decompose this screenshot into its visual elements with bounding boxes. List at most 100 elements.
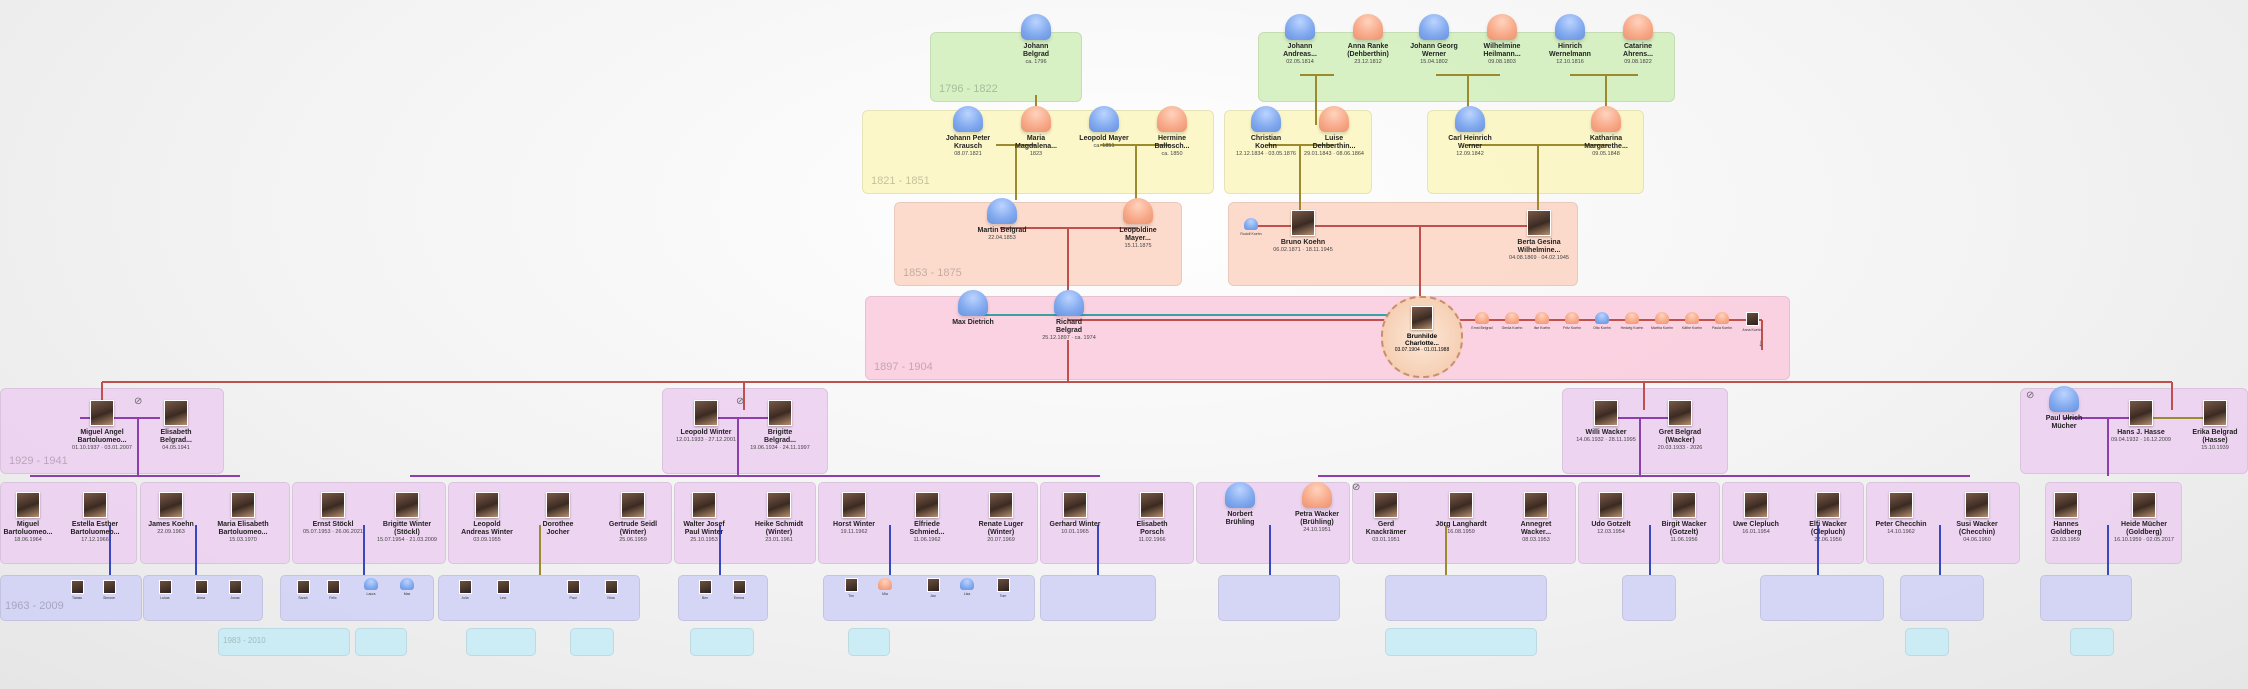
person-card[interactable]: Käthe Koehn bbox=[1678, 312, 1706, 330]
person-card[interactable]: Richard Belgrad 25.12.1897 · ca. 1974 bbox=[1036, 290, 1102, 342]
person-card[interactable]: Max Dietrich bbox=[940, 290, 1006, 327]
person-card[interactable]: Martin Belgrad 22.04.1853 bbox=[970, 198, 1034, 242]
person-card[interactable]: Elfi Wacker (Clepluch)22.06.1956 bbox=[1796, 492, 1860, 544]
person-card[interactable]: Nina bbox=[598, 580, 624, 600]
unlink-icon[interactable]: ⊘ bbox=[2026, 390, 2035, 401]
person-card[interactable]: Tim bbox=[838, 578, 864, 598]
person-card[interactable]: Jonas bbox=[222, 580, 248, 600]
person-card[interactable]: Johann Peter Krausch 08.07.1821 bbox=[938, 106, 998, 158]
person-card[interactable]: Carl Heinrich Werner 12.09.1842 bbox=[1440, 106, 1500, 158]
person-card[interactable]: Johann Georg Werner 15.04.1802 bbox=[1404, 14, 1464, 66]
person-card[interactable]: Elfriede Schmied...11.06.1962 bbox=[894, 492, 960, 544]
person-card[interactable]: Johann Belgrad ca. 1796 bbox=[1006, 14, 1066, 66]
person-card[interactable]: Julia bbox=[452, 580, 478, 600]
person-card[interactable]: Anna Ranke (Dehberthin) 23.12.1812 bbox=[1338, 14, 1398, 66]
person-card[interactable]: Gerda Koehn bbox=[1498, 312, 1526, 330]
person-card[interactable]: Lisa bbox=[954, 578, 980, 596]
person-card[interactable]: Johann Andreas... 02.05.1814 bbox=[1270, 14, 1330, 66]
person-card[interactable]: Bruno Koehn 06.02.1871 · 18.11.1945 bbox=[1270, 210, 1336, 254]
person-card[interactable]: Rudolf Koehn bbox=[1236, 218, 1266, 236]
person-card[interactable]: Lea bbox=[490, 580, 516, 600]
person-card[interactable]: Miguel Bartoluomeo...18.06.1964 bbox=[0, 492, 56, 544]
person-card[interactable]: Jan bbox=[920, 578, 946, 598]
person-card[interactable]: Luise Dehberthin... 29.01.1843 · 08.06.1… bbox=[1304, 106, 1364, 158]
unlink-icon[interactable]: ⊘ bbox=[1352, 482, 1361, 493]
person-card[interactable]: Anna bbox=[188, 580, 214, 600]
person-card[interactable]: Susi Wacker (Checchin)04.06.1960 bbox=[1944, 492, 2010, 544]
person-card[interactable]: Hedwig Koehn bbox=[1618, 312, 1646, 330]
person-card[interactable]: Norbert Brühling bbox=[1208, 482, 1272, 527]
person-card[interactable]: Lukas bbox=[152, 580, 178, 600]
person-card[interactable]: Emma bbox=[726, 580, 752, 600]
person-card[interactable]: Dorothee Jocher bbox=[528, 492, 588, 537]
person-card[interactable]: Brigitte Belgrad... 19.06.1934 · 24.11.1… bbox=[750, 400, 810, 452]
expand-icon[interactable]: ↓ bbox=[1758, 338, 1763, 349]
person-card[interactable]: Birgit Wacker (Gotzelt)11.06.1956 bbox=[1652, 492, 1716, 544]
person-card[interactable]: Estella Esther Bartoluomeo...17.12.1966 bbox=[64, 492, 126, 544]
person-card[interactable]: Annegret Wacker...08.03.1953 bbox=[1504, 492, 1568, 544]
person-card[interactable]: Ernst Belgrad bbox=[1468, 312, 1496, 330]
person-card[interactable]: Leopold Mayer ca. 1851 bbox=[1074, 106, 1134, 150]
person-card[interactable]: Heike Schmidt (Winter)23.01.1961 bbox=[746, 492, 812, 544]
person-card[interactable]: Brigitte Winter (Stöckl)15.07.1954 · 21.… bbox=[372, 492, 442, 544]
person-card[interactable]: Maria Magdalena... 1823 bbox=[1006, 106, 1066, 158]
person-card[interactable]: Ilse Koehn bbox=[1528, 312, 1556, 330]
person-card[interactable]: Miguel Angel Bartoluomeo... 01.10.1937 ·… bbox=[72, 400, 132, 452]
person-card[interactable]: Anna Koehn bbox=[1738, 312, 1766, 332]
person-card[interactable]: Hermine Ballosch... ca. 1850 bbox=[1142, 106, 1202, 158]
person-card[interactable]: Elisabeth Belgrad... 04.05.1941 bbox=[146, 400, 206, 452]
person-card[interactable]: Paula Koehn bbox=[1708, 312, 1736, 330]
person-card[interactable]: Berta Gesina Wilhelmine... 04.08.1869 · … bbox=[1506, 210, 1572, 262]
person-card[interactable]: Gertrude Seidl (Winter)25.06.1959 bbox=[600, 492, 666, 544]
person-card[interactable]: Mia bbox=[872, 578, 898, 596]
person-dates: 08.03.1953 bbox=[1522, 537, 1550, 543]
unlink-icon[interactable]: ⊘ bbox=[134, 396, 143, 407]
person-card[interactable]: Leopoldine Mayer... 15.11.1875 bbox=[1106, 198, 1170, 250]
person-card[interactable]: Tobias bbox=[64, 580, 90, 600]
person-card[interactable]: Wilhelmine Heilmann... 09.08.1803 bbox=[1472, 14, 1532, 66]
person-card[interactable]: Fritz Koehn bbox=[1558, 312, 1586, 330]
person-card[interactable]: Laura bbox=[358, 578, 384, 596]
person-card[interactable]: Hinrich Wernelmann 12.10.1816 bbox=[1540, 14, 1600, 66]
person-card[interactable]: Felix bbox=[320, 580, 346, 600]
person-card[interactable]: Hans J. Hasse 09.04.1932 · 16.12.2009 bbox=[2110, 400, 2172, 444]
person-card[interactable]: Leopold Winter 12.01.1933 · 27.12.2001 bbox=[676, 400, 736, 444]
person-card[interactable]: Paul Ulrich Mücher bbox=[2034, 386, 2094, 431]
person-card[interactable]: Christian Koehn 12.12.1834 · 03.05.1876 bbox=[1236, 106, 1296, 158]
person-card[interactable]: Simone bbox=[96, 580, 122, 600]
person-card[interactable]: Willi Wacker 14.06.1932 · 28.11.1995 bbox=[1576, 400, 1636, 444]
person-card[interactable]: Erika Belgrad (Hasse) 15.10.1939 bbox=[2184, 400, 2246, 452]
person-photo bbox=[1594, 400, 1618, 426]
person-card[interactable]: Catarine Ahrens... 09.08.1822 bbox=[1608, 14, 1668, 66]
person-card[interactable]: Ben bbox=[692, 580, 718, 600]
person-card[interactable]: Katharina Margarethe... 09.05.1848 bbox=[1576, 106, 1636, 158]
person-card[interactable]: Tom bbox=[990, 578, 1016, 598]
person-card[interactable]: Renate Luger (Winter)20.07.1969 bbox=[968, 492, 1034, 544]
unlink-icon[interactable]: ⊘ bbox=[736, 396, 745, 407]
person-card[interactable]: Martha Koehn bbox=[1648, 312, 1676, 330]
person-card[interactable]: Petra Wacker (Brühling)24.10.1951 bbox=[1284, 482, 1350, 534]
person-card[interactable]: Heide Mücher (Goldberg)16.10.1959 · 02.0… bbox=[2110, 492, 2178, 544]
person-card[interactable]: Maria Elisabeth Bartoluomeo...15.03.1970 bbox=[210, 492, 276, 544]
person-card[interactable]: Gret Belgrad (Wacker) 20.03.1933 · 2026 bbox=[1650, 400, 1710, 452]
person-card[interactable]: Otto Koehn bbox=[1588, 312, 1616, 330]
focus-person-card[interactable]: Brunhilde Charlotte... 03.07.1904 · 01.0… bbox=[1381, 296, 1463, 378]
person-card[interactable]: Max bbox=[394, 578, 420, 596]
generation-band-3b bbox=[1228, 202, 1578, 286]
person-card[interactable]: Paul bbox=[560, 580, 586, 600]
person-card[interactable]: Sarah bbox=[290, 580, 316, 600]
